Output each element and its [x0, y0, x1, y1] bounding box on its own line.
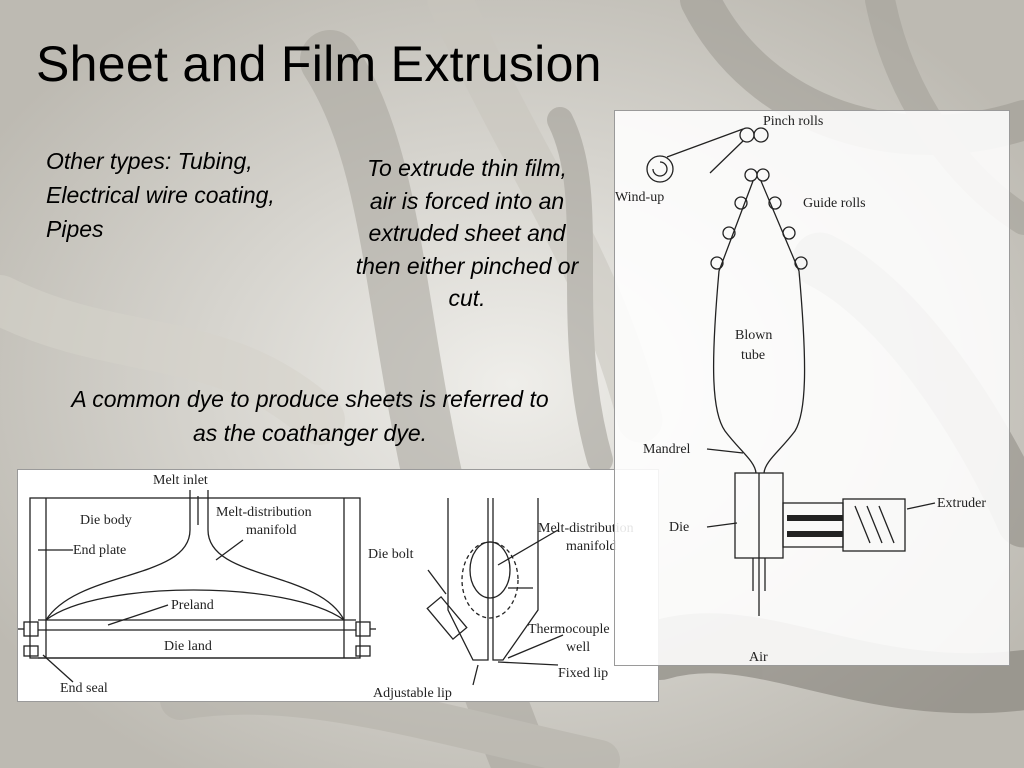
label-preland: Preland — [171, 598, 214, 613]
label-wind-up: Wind-up — [615, 190, 664, 205]
label-fixed-lip: Fixed lip — [558, 666, 608, 681]
other-types-text: Other types: Tubing, Electrical wire coa… — [46, 148, 275, 242]
label-end-plate: End plate — [73, 543, 126, 558]
slide-title: Sheet and Film Extrusion — [36, 36, 602, 92]
label-thermocouple-well: well — [566, 640, 590, 655]
thin-film-text: To extrude thin film, air is forced into… — [355, 155, 579, 311]
label-die: Die — [669, 520, 689, 535]
label-manifold-2: manifold — [246, 523, 297, 538]
label-blown-tube: Blown — [735, 328, 772, 343]
coathanger-die-diagram: Melt inlet Die body End plate Melt-distr… — [17, 469, 659, 702]
label-guide-rolls: Guide rolls — [803, 196, 866, 211]
blown-film-diagram: Pinch rolls Wind-up Guide rolls Blown tu… — [614, 110, 1010, 666]
label-manifold: Melt-distribution — [216, 505, 312, 520]
label-die-land: Die land — [164, 639, 212, 654]
coathanger-text: A common dye to produce sheets is referr… — [71, 386, 549, 446]
label-air: Air — [749, 650, 768, 665]
label-die-body: Die body — [80, 513, 132, 528]
label-mandrel: Mandrel — [643, 442, 691, 457]
label-manifold-b-2: manifold — [566, 539, 617, 554]
label-die-bolt: Die bolt — [368, 547, 414, 562]
label-thermocouple: Thermocouple — [528, 622, 610, 637]
label-extruder: Extruder — [937, 496, 986, 511]
label-melt-inlet: Melt inlet — [153, 473, 208, 488]
label-adjustable-lip: Adjustable lip — [373, 686, 452, 701]
label-blown-tube-2: tube — [741, 348, 765, 363]
label-manifold-b: Melt-distribution — [538, 521, 634, 536]
label-pinch-rolls: Pinch rolls — [763, 114, 823, 129]
label-end-seal: End seal — [60, 681, 108, 696]
